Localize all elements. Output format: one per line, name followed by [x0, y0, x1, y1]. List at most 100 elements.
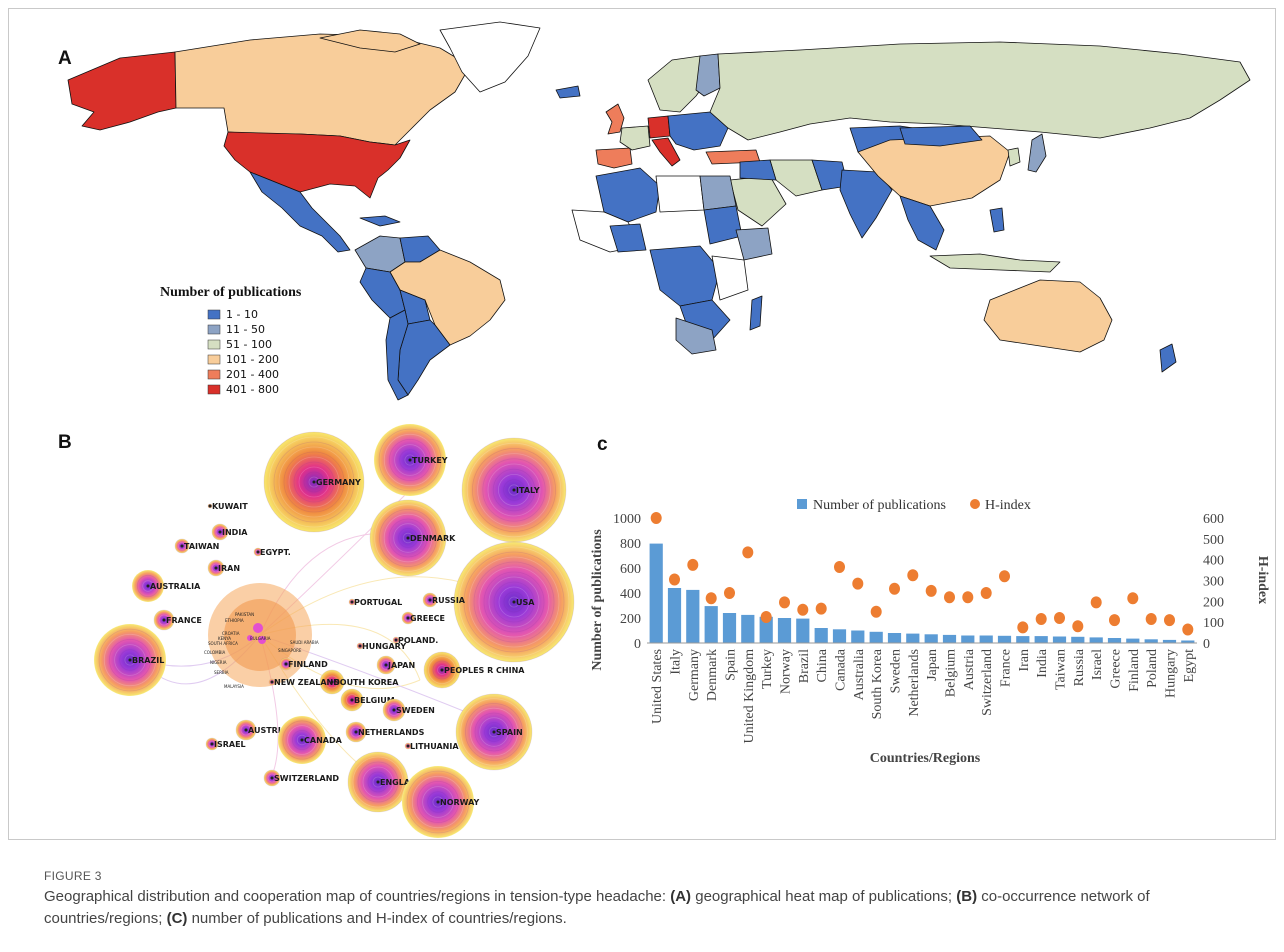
country-indonesia: [929, 253, 1061, 273]
network-node-label: IRAN: [218, 564, 240, 573]
y2-tick-label: 0: [1203, 637, 1210, 652]
caption-a-text: geographical heat map of publications;: [691, 888, 957, 905]
network-node-label: POLAND.: [398, 636, 438, 645]
network-node-label: NETHERLANDS: [358, 728, 425, 737]
x-tick-label: Taiwan: [1054, 649, 1069, 690]
network-node: FINLAND: [279, 657, 328, 671]
network-node-label: SWITZERLAND: [274, 774, 339, 783]
network-node: USA: [453, 541, 575, 663]
network-node-label: ENGLAND: [380, 778, 424, 787]
country-korea: [1007, 147, 1021, 167]
country-uk: [605, 103, 625, 135]
x-tick-label: Denmark: [705, 649, 720, 701]
point-hindex: [1127, 592, 1139, 605]
bar-publications: [832, 629, 847, 644]
bar-publications: [887, 633, 902, 643]
country-france: [619, 125, 651, 151]
point-hindex: [1145, 613, 1157, 625]
point-hindex: [779, 596, 790, 609]
country-madagascar: [749, 295, 763, 331]
network-node-label: ISRAEL: [214, 740, 246, 749]
point-hindex: [1054, 612, 1065, 624]
network-node: NEW ZEALAND: [268, 678, 340, 687]
bar-publications: [979, 635, 993, 643]
network-node: CANADA: [277, 715, 343, 765]
caption-c-text: number of publications and H-index of co…: [187, 910, 567, 927]
bar-publications: [1052, 636, 1067, 643]
y-tick-label: 600: [620, 562, 641, 577]
network-node-label: BRAZIL: [132, 656, 164, 665]
country-nigeria: [609, 223, 647, 253]
x-tick-label: Poland: [1145, 649, 1160, 688]
map-legend-label: 401 - 800: [226, 383, 279, 396]
network-node: ISRAEL: [205, 737, 246, 751]
network-node-label: AUSTRALIA: [150, 582, 201, 591]
caption-c-key: (C): [166, 910, 188, 927]
network-node: GERMANY: [263, 431, 365, 533]
figure-caption: Geographical distribution and cooperatio…: [44, 886, 1254, 930]
map-legend-label: 51 - 100: [226, 338, 272, 351]
y2-tick-label: 500: [1203, 533, 1224, 548]
x-tick-label: Sweden: [889, 649, 904, 693]
network-node: IRAN: [207, 559, 240, 577]
caption-main: Geographical distribution and cooperatio…: [44, 888, 671, 905]
network-node: TURKEY: [373, 423, 448, 497]
figure-label: FIGURE 3: [44, 869, 102, 883]
x-tick-label: Germany: [687, 649, 702, 701]
y-tick-label: 200: [620, 612, 641, 627]
country-mongolia: [899, 125, 983, 147]
point-hindex: [1017, 621, 1029, 634]
x-tick-label: Austria: [962, 648, 977, 690]
bar-publications: [924, 634, 938, 644]
country-libya: [655, 175, 705, 213]
x-tick-label: Spain: [724, 649, 739, 681]
publications-hindex-chart: Number of publications H-index Number of…: [590, 498, 1270, 766]
country-new-zealand: [1159, 343, 1177, 373]
bar-publications: [796, 618, 810, 643]
network-node-label: FINLAND: [288, 660, 328, 669]
network-node: ITALY: [461, 437, 567, 543]
country-greenland: [439, 21, 541, 93]
x-tick-label: Russia: [1072, 648, 1087, 686]
x-tick-label: France: [999, 649, 1014, 687]
x-tick-label: China: [815, 648, 830, 682]
network-node: NETHERLANDS: [345, 721, 425, 743]
x-tick-label: Egypt: [1182, 649, 1197, 683]
map-legend-swatch: [207, 339, 221, 350]
bar-publications: [1071, 636, 1085, 644]
country-philippines: [989, 207, 1005, 233]
bar-publications: [759, 616, 773, 644]
network-node-label: EGYPT.: [260, 548, 291, 557]
network-node-label: LITHUANIA: [410, 742, 459, 751]
network-node-label: PEOPLES R CHINA: [444, 666, 525, 675]
point-hindex: [815, 602, 827, 615]
network-small-label: SERBIA: [214, 670, 229, 675]
network-node: INDIA: [211, 523, 248, 541]
network-small-label: NIGERIA: [210, 660, 227, 665]
country-japan: [1027, 133, 1047, 173]
legend-label-hindex: H-index: [985, 498, 1031, 513]
network-small-label: ETHIOPIA: [225, 618, 244, 623]
caption-a-key: (A): [670, 888, 692, 905]
network-node: POLAND.: [392, 636, 438, 645]
network-node-label: DENMARK: [410, 534, 456, 543]
network-small-label: SINGAPORE: [278, 648, 302, 653]
bar-publications: [1126, 638, 1140, 643]
network-node-label: FRANCE: [166, 616, 202, 625]
country-central-africa: [649, 245, 721, 307]
country-iceland: [555, 85, 581, 99]
network-node-label: BELGIUM: [354, 696, 395, 705]
bar-publications: [667, 588, 682, 643]
x-tick-label: United States: [650, 649, 665, 724]
point-hindex: [962, 591, 974, 604]
bar-publications: [942, 634, 957, 643]
network-small-label: SOUTH AFRICA: [208, 641, 238, 646]
x-tick-label: Switzerland: [980, 649, 995, 716]
point-hindex: [705, 592, 717, 605]
map-legend-swatch: [207, 309, 221, 320]
panel-letter-c: c: [597, 434, 608, 455]
y2-tick-label: 100: [1203, 616, 1224, 631]
point-hindex: [1164, 614, 1175, 627]
x-tick-label: Japan: [925, 649, 940, 681]
